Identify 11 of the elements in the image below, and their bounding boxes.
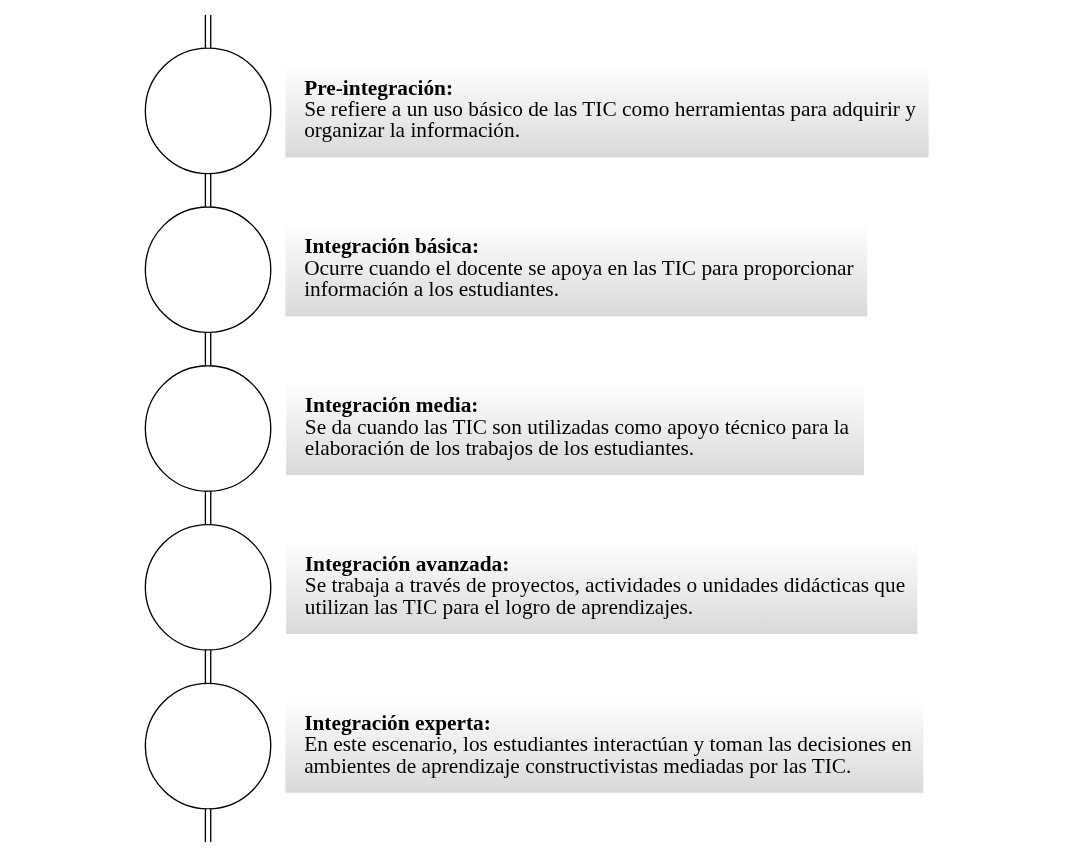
connector bbox=[204, 649, 212, 684]
connector bbox=[204, 808, 207, 843]
connector bbox=[204, 14, 207, 49]
connector bbox=[204, 332, 212, 367]
connector bbox=[204, 490, 212, 525]
node-circle bbox=[144, 523, 272, 651]
node-circle bbox=[144, 206, 272, 334]
node-circle bbox=[144, 47, 272, 175]
connector bbox=[204, 173, 212, 208]
node-circle bbox=[144, 682, 272, 810]
node-circle bbox=[144, 365, 272, 492]
